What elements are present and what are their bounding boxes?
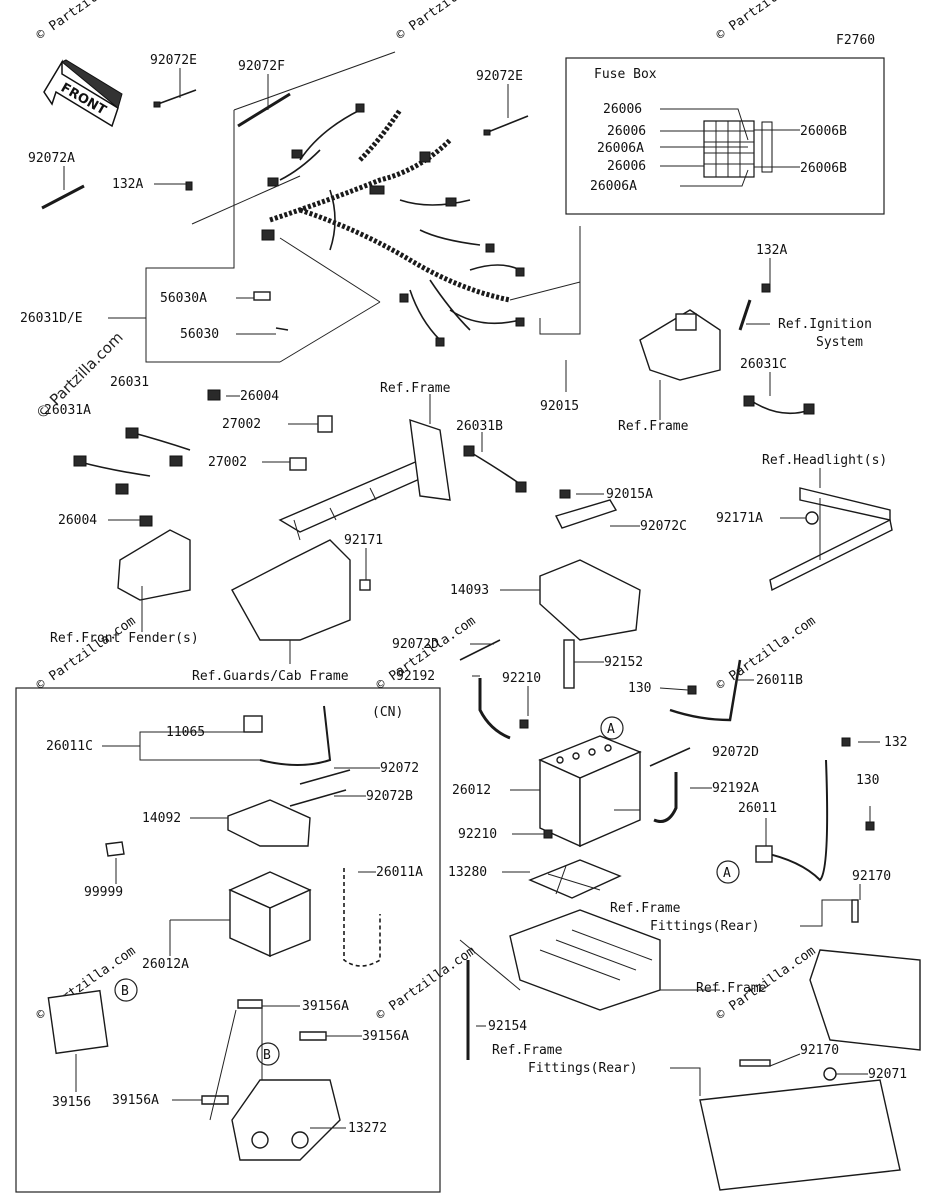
part-labels: 92072E 92072F 92072E 92072A 132A 26031D/… <box>20 53 907 1136</box>
part-label: 130 <box>628 681 651 696</box>
main-wiring-harness <box>261 103 525 347</box>
part-label: 92152 <box>604 655 643 670</box>
part-label: 26031B <box>456 419 503 434</box>
part-label: 92072B <box>366 789 413 804</box>
part-label: 27002 <box>222 417 261 432</box>
part-label: 26012 <box>452 783 491 798</box>
part-label: 92072 <box>380 761 419 776</box>
part-label: 92171A <box>716 511 763 526</box>
callout-a: A <box>607 722 615 737</box>
part-label: 26004 <box>58 513 97 528</box>
part-label: 92170 <box>800 1043 839 1058</box>
part-label: 56030 <box>180 327 219 342</box>
fuse-label: 26006B <box>800 124 847 139</box>
watermark: © Partzilla.com <box>714 0 819 43</box>
part-label: 26011 <box>738 801 777 816</box>
part-label: Ref.Front Fender(s) <box>50 631 199 646</box>
fuse-label: 26006 <box>607 159 646 174</box>
callout-b: B <box>121 984 129 999</box>
cn-variant-box: (CN) <box>15 687 441 1193</box>
part-label: 92210 <box>458 827 497 842</box>
part-label: 56030A <box>160 291 207 306</box>
part-label: 26031D/E <box>20 311 83 326</box>
part-label: 92072C <box>640 519 687 534</box>
callout-b: B <box>263 1048 271 1063</box>
part-label: 92210 <box>502 671 541 686</box>
fuse-label: 26006 <box>607 124 646 139</box>
fuse-label: 26006A <box>590 179 637 194</box>
part-label: 92072F <box>238 59 285 74</box>
watermark: © Partzilla.com <box>34 614 139 694</box>
part-label: 130 <box>856 773 879 788</box>
fuse-block <box>703 120 773 178</box>
part-label: Fittings(Rear) <box>528 1061 638 1076</box>
part-label: 14093 <box>450 583 489 598</box>
part-label: 26011C <box>46 739 93 754</box>
part-label: 39156A <box>112 1093 159 1108</box>
part-label: 13280 <box>448 865 487 880</box>
part-label: 26031 <box>110 375 149 390</box>
part-label: Ref.Ignition <box>778 317 872 332</box>
part-label: Ref.Guards/Cab Frame <box>192 669 349 684</box>
part-label: 132A <box>112 177 143 192</box>
part-label: 13272 <box>348 1121 387 1136</box>
watermark: © Partzilla.com <box>394 0 499 43</box>
fuse-box-title: Fuse Box <box>594 67 657 82</box>
part-label: 26031A <box>44 403 91 418</box>
part-label: Ref.Frame <box>492 1043 563 1058</box>
part-label: 26011B <box>756 673 803 688</box>
part-label: 92072E <box>476 69 523 84</box>
part-label: 132A <box>756 243 787 258</box>
part-label: 92170 <box>852 869 891 884</box>
part-label: 27002 <box>208 455 247 470</box>
part-label: System <box>816 335 863 350</box>
fuse-label: 26006B <box>800 161 847 176</box>
battery-26012 <box>538 735 642 848</box>
leader-lines <box>63 68 880 1129</box>
front-direction-arrow-icon: FRONT <box>43 59 123 128</box>
rear-frame-mount <box>509 909 694 1011</box>
part-label: 92072D <box>712 745 759 760</box>
frame-rail <box>278 418 451 541</box>
part-label: 39156A <box>362 1029 409 1044</box>
ignition-bracket <box>639 283 771 381</box>
watermark: © Partzilla.com <box>34 0 139 43</box>
watermark: © Partzilla.com <box>374 944 479 1024</box>
part-label: 39156 <box>52 1095 91 1110</box>
part-label: Ref.Frame <box>618 419 689 434</box>
fuse-label: 26006 <box>603 102 642 117</box>
part-label: Ref.Headlight(s) <box>762 453 887 468</box>
part-label: Ref.Frame <box>380 381 451 396</box>
fuse-box-panel: Fuse Box 26006 26006 26006A 26006 26006A… <box>565 57 885 215</box>
part-label: Ref.Frame <box>696 981 767 996</box>
part-label: 26012A <box>142 957 189 972</box>
part-label: 92171 <box>344 533 383 548</box>
part-label: 14092 <box>142 811 181 826</box>
part-label: 11065 <box>166 725 205 740</box>
part-label: 26031C <box>740 357 787 372</box>
part-label: 99999 <box>84 885 123 900</box>
part-label: 39156A <box>302 999 349 1014</box>
fuse-label: 26006A <box>597 141 644 156</box>
part-label: 26011A <box>376 865 423 880</box>
diagram-code: F2760 <box>836 33 875 48</box>
callout-a: A <box>723 866 731 881</box>
callout-circles: A A B B <box>114 716 740 1066</box>
cn-box-label: (CN) <box>372 705 403 720</box>
part-label: Fittings(Rear) <box>650 919 760 934</box>
part-label: 92072A <box>28 151 75 166</box>
part-label: 92071 <box>868 1067 907 1082</box>
part-label: 26004 <box>240 389 279 404</box>
part-label: 92015 <box>540 399 579 414</box>
part-label: 132 <box>884 735 907 750</box>
part-label: 92192 <box>396 669 435 684</box>
part-label: 92192A <box>712 781 759 796</box>
part-label: 92015A <box>606 487 653 502</box>
part-label: 92154 <box>488 1019 527 1034</box>
part-label: Ref.Frame <box>610 901 681 916</box>
part-label: 92072E <box>150 53 197 68</box>
part-label: 92072D <box>392 637 439 652</box>
